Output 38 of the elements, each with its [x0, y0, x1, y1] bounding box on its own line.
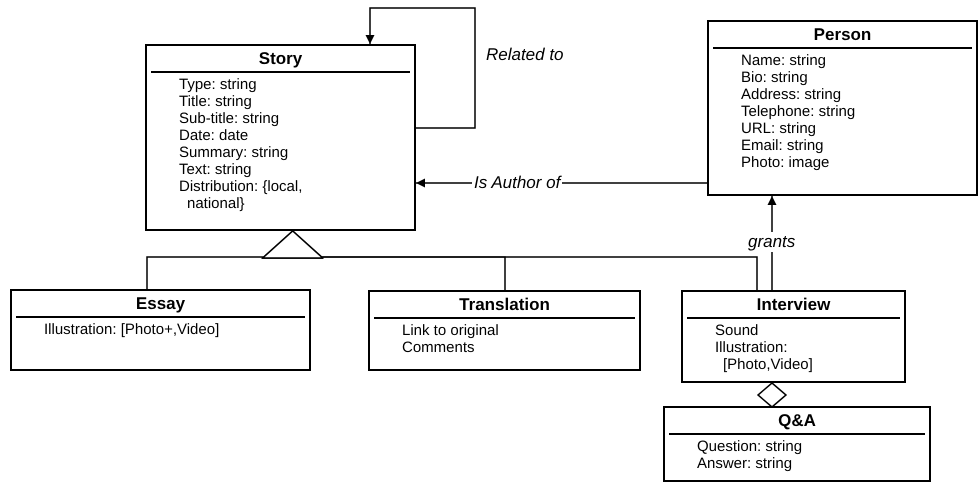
attribute-text: Sound	[714, 322, 760, 339]
attribute-text: Answer: string	[696, 455, 794, 472]
class-box	[145, 44, 416, 231]
attribute-text: Question: string	[696, 438, 804, 455]
class-name: Story	[151, 46, 410, 73]
class-box	[368, 290, 641, 371]
attribute-text: Title: string	[178, 93, 253, 110]
attribute-text: Link to original	[401, 322, 500, 339]
class-box	[663, 406, 931, 482]
class-name: Interview	[687, 292, 900, 319]
attribute-text: Telephone: string	[740, 103, 856, 120]
attribute-text: Type: string	[178, 76, 258, 93]
attribute-text: Comments	[401, 339, 476, 356]
attribute-text: Distribution: {local, national}	[178, 178, 304, 212]
attribute-text: URL: string	[740, 120, 818, 137]
attribute-text: Bio: string	[740, 69, 809, 86]
class-name: Translation	[374, 292, 635, 319]
attribute-text: Name: string	[740, 52, 828, 69]
class-name: Person	[713, 22, 972, 49]
class-name: Essay	[16, 291, 305, 318]
aggregation-line	[757, 382, 787, 408]
attribute-text: Date: date	[178, 127, 250, 144]
attribute-text: Illustration: [Photo+,Video]	[43, 321, 220, 338]
edge-label: grants	[746, 232, 798, 252]
class-box	[10, 289, 311, 371]
attribute-text: Sub-title: string	[178, 110, 280, 127]
class-name: Q&A	[669, 408, 925, 435]
attribute-text: Text: string	[178, 161, 253, 178]
class-box	[681, 290, 906, 383]
attribute-text: Illustration: [Photo,Video]	[714, 339, 814, 373]
attribute-text: Summary: string	[178, 144, 290, 161]
attribute-text: Address: string	[740, 86, 842, 103]
attribute-text: Photo: image	[740, 154, 830, 171]
edge-label: Related to	[485, 45, 564, 65]
generalization-arrow	[262, 230, 758, 290]
association-arrow	[366, 7, 476, 129]
attribute-text: Email: string	[740, 137, 825, 154]
class-box	[707, 20, 978, 196]
